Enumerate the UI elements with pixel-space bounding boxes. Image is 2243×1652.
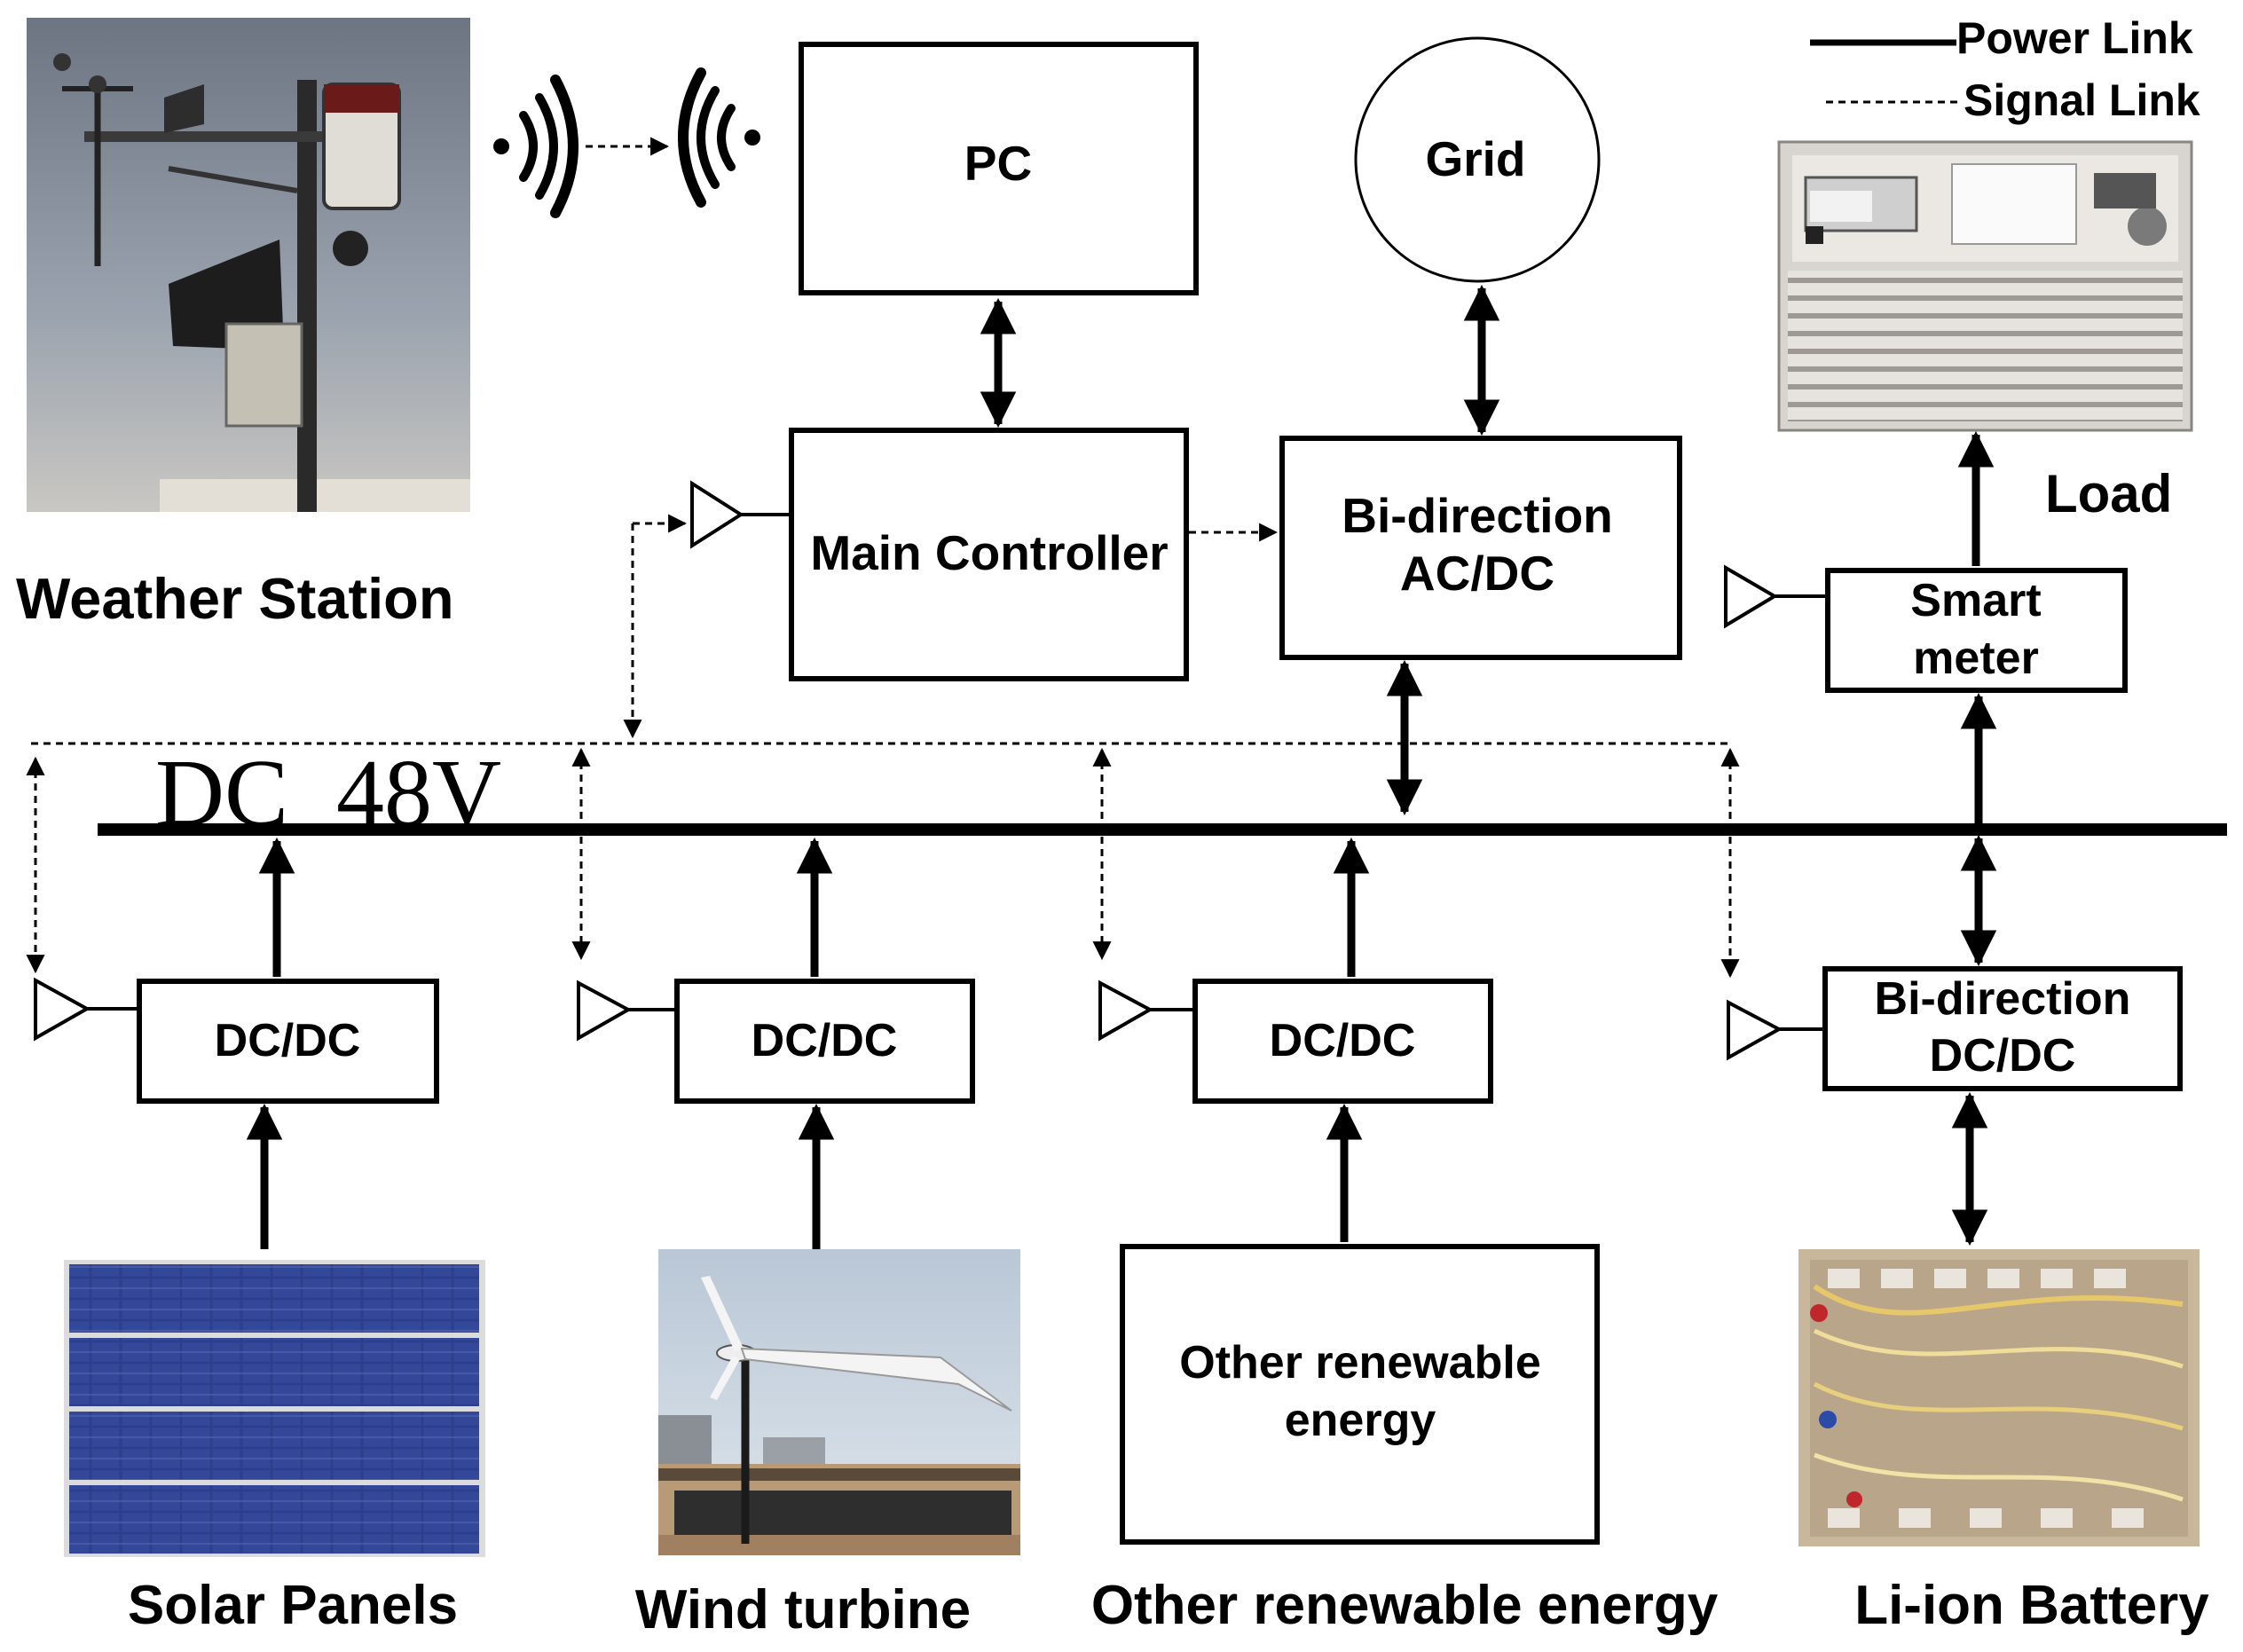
weather-station-photo: [27, 18, 470, 512]
controller-antenna-icon: [690, 480, 790, 549]
power-link-legend-label: Power Link: [1956, 13, 2193, 63]
wireless-transmit-icon: [493, 75, 578, 218]
wind-dcdc-box: [674, 979, 975, 1104]
wind-dcdc-antenna-icon: [577, 979, 674, 1042]
other-renewable-box: [1120, 1244, 1600, 1545]
acdc-converter-box: [1279, 436, 1682, 660]
acdc-label-line2: AC/DC: [1400, 546, 1554, 601]
solar-panels-photo: [64, 1260, 485, 1557]
electronic-load-photo: [1777, 140, 2193, 432]
solar-dcdc-label: DC/DC: [215, 1015, 361, 1066]
other-renewable-label-line2: energy: [1285, 1395, 1436, 1446]
wireless-receive-icon: [678, 67, 760, 208]
signal-link-legend-label: Signal Link: [1964, 75, 2200, 125]
other-dcdc-box: [1192, 979, 1493, 1104]
grid-label: Grid: [1425, 131, 1525, 186]
other-dcdc-label: DC/DC: [1270, 1015, 1416, 1066]
legend: Power Link Signal Link: [1810, 13, 2200, 125]
solar-dcdc-antenna-icon: [34, 977, 138, 1042]
li-ion-battery-caption: Li-ion Battery: [1854, 1575, 2209, 1636]
li-ion-battery-photo: [1798, 1249, 2200, 1546]
other-dcdc-antenna-icon: [1098, 979, 1193, 1042]
smart-meter-label-line2: meter: [1913, 633, 2039, 684]
load-label: Load: [2045, 464, 2172, 523]
wind-turbine-photo: [658, 1249, 1020, 1555]
smart-meter-label-line1: Smart: [1910, 575, 2041, 626]
solar-dcdc-box: [137, 979, 439, 1104]
battery-dcdc-label-line2: DC/DC: [1930, 1030, 2076, 1082]
wind-dcdc-label: DC/DC: [752, 1015, 898, 1066]
battery-dcdc-label-line1: Bi-direction: [1875, 973, 2131, 1025]
pc-label: PC: [964, 136, 1032, 191]
grid-node: [1354, 36, 1601, 283]
main-controller-label: Main Controller: [810, 525, 1168, 580]
pc-box: [799, 42, 1199, 295]
weather-station-caption: Weather Station: [16, 566, 454, 631]
acdc-label-line1: Bi-direction: [1342, 488, 1613, 543]
other-renewable-caption: Other renewable energy: [1091, 1575, 1719, 1636]
wind-turbine-caption: Wind turbine: [635, 1579, 971, 1640]
solar-panels-caption: Solar Panels: [128, 1575, 458, 1636]
battery-dcdc-box: [1822, 966, 2183, 1091]
main-controller-box: [789, 428, 1189, 681]
battery-dcdc-antenna-icon: [1727, 999, 1823, 1061]
smart-meter-box: [1825, 568, 2128, 693]
smart-meter-antenna-icon: [1724, 564, 1826, 629]
other-renewable-label-line1: Other renewable: [1179, 1337, 1540, 1388]
